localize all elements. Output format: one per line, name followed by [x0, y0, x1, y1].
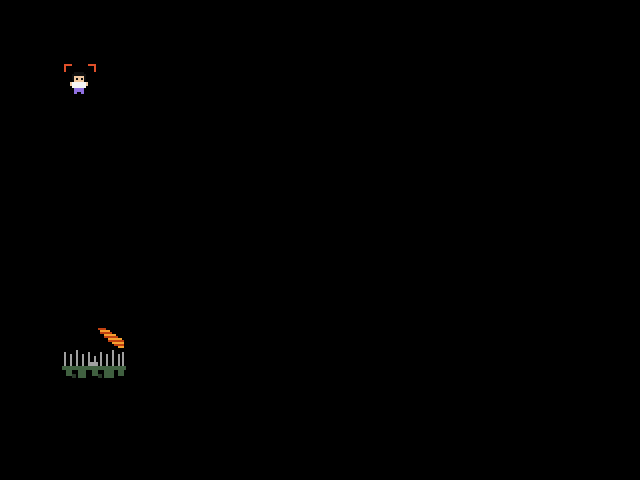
flame-icon: [96, 326, 128, 350]
grass-patch-icon: [62, 348, 126, 382]
pixel-character-icon[interactable]: [62, 62, 98, 98]
